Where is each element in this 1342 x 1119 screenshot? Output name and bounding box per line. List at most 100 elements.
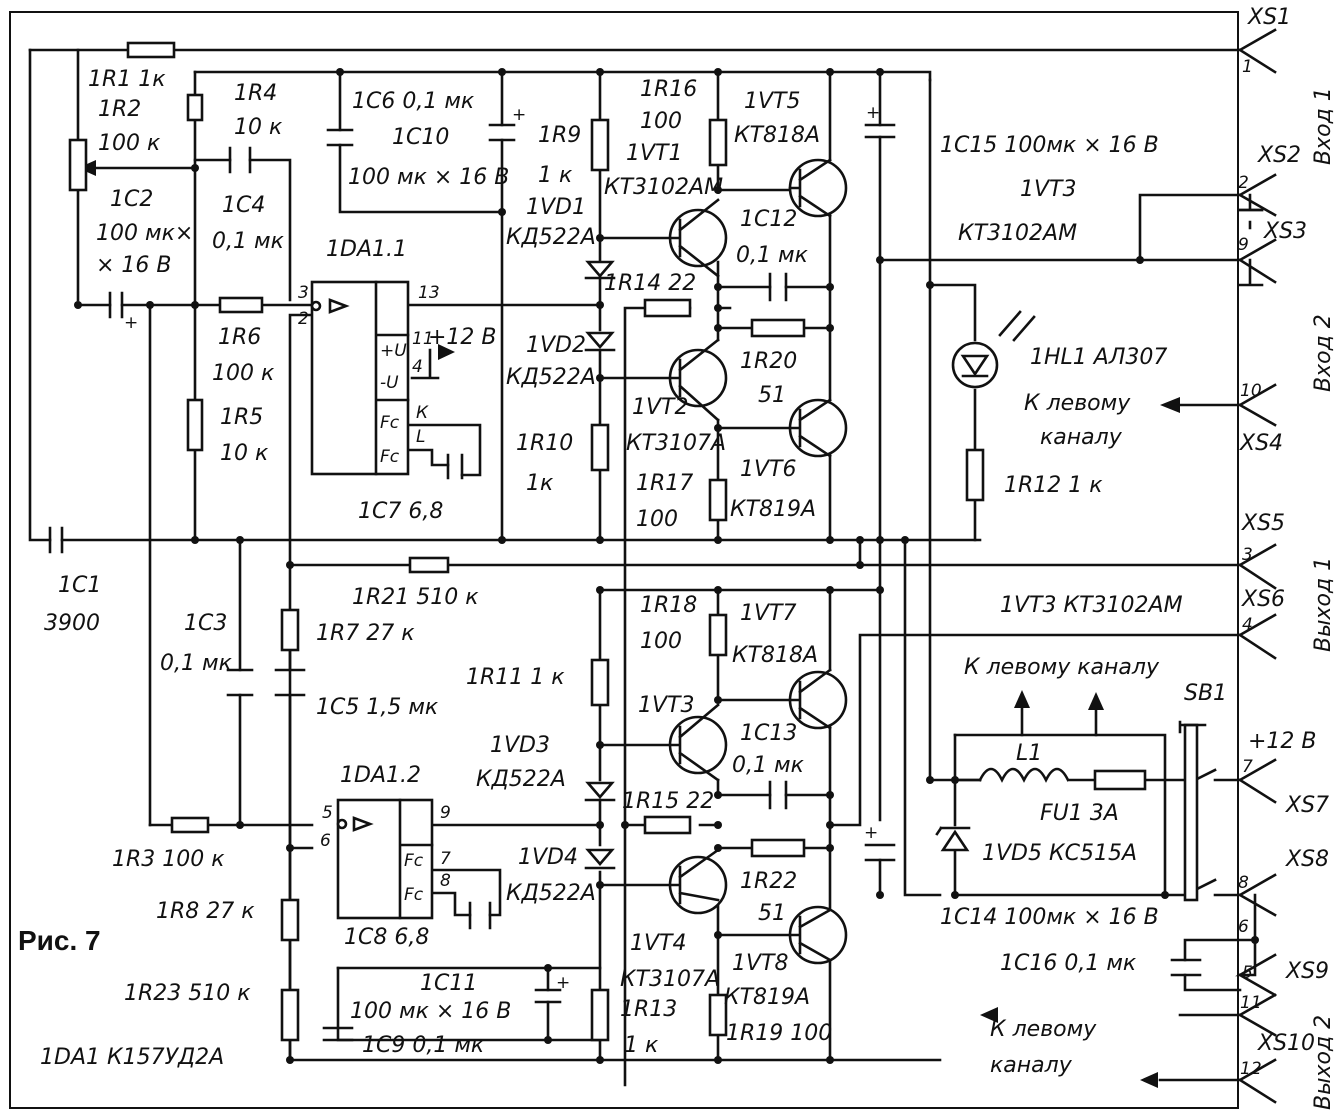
r7-label: 1R7 27 к	[316, 621, 415, 646]
pin-10: 10	[1240, 381, 1262, 401]
output-1-label: Выход 1	[1311, 557, 1336, 652]
c13-label: 1C13	[740, 721, 797, 746]
r8-label: 1R8 27 к	[156, 899, 255, 924]
r17-label: 1R17	[636, 471, 693, 496]
xs8-label: XS8	[1285, 847, 1329, 872]
plus12-label: +12 В	[1248, 729, 1317, 754]
pin-5: 5	[1242, 963, 1253, 983]
r2-value: 100 к	[98, 131, 161, 156]
pin-label: 7	[440, 849, 451, 869]
vt7-label: 1VT7	[740, 601, 796, 626]
r16-label: 1R16	[640, 77, 697, 102]
c6-label: 1C6 0,1 мк	[352, 89, 475, 114]
c3-label: 1C3	[184, 611, 227, 636]
vd3-label: 1VD3	[490, 733, 550, 758]
svg-text:+: +	[124, 313, 138, 333]
svg-text:+: +	[864, 823, 878, 843]
c1-label: 1C1	[58, 573, 101, 598]
opamps	[310, 280, 434, 920]
r22-value: 51	[758, 901, 786, 926]
r20-value: 51	[758, 383, 786, 408]
pin-label: 3	[298, 283, 309, 303]
pin-label: 13	[418, 283, 440, 303]
opamp-pin-labels: 3 2 13 11 4 К L +U -U Fc Fc +12 В 5 6 9 …	[298, 283, 497, 905]
c11-value: 100 мк × 16 В	[350, 999, 511, 1024]
c2-value: 100 мк×	[96, 221, 193, 246]
c12-label: 1C12	[740, 207, 797, 232]
r22-label: 1R22	[740, 869, 797, 894]
c3-value: 0,1 мк	[160, 651, 233, 676]
c5-label: 1C5 1,5 мк	[316, 695, 439, 720]
vt3b-label: 1VT3	[638, 693, 694, 718]
xs2-label: XS2	[1257, 143, 1301, 168]
r13-value: 1 к	[624, 1033, 659, 1058]
vt6-label: 1VT6	[740, 457, 796, 482]
vt2-value: КТ3107А	[626, 431, 726, 456]
l1-label: L1	[1016, 741, 1042, 766]
r15-label: 1R15 22	[622, 789, 714, 814]
vt1-label: 1VT1	[626, 141, 682, 166]
vt8-label: 1VT8	[732, 951, 788, 976]
pin-2: 2	[1238, 173, 1249, 193]
r19-label: 1R19 100	[726, 1021, 832, 1046]
c12-value: 0,1 мк	[736, 243, 809, 268]
transistors	[668, 158, 848, 965]
xs4-label: XS4	[1239, 431, 1283, 456]
figure-caption: Рис. 7	[18, 925, 101, 956]
pin-4: 4	[1242, 615, 1253, 635]
pin-8: 8	[1238, 873, 1249, 893]
opamp-label: +U	[380, 341, 407, 361]
pin-label: 5	[322, 803, 333, 823]
led-hl1	[951, 310, 1036, 389]
pin-label: L	[416, 427, 425, 447]
vd4-value: КД522А	[506, 881, 596, 906]
c10-value: 100 мк × 16 В	[348, 165, 509, 190]
pin-6: 6	[1238, 917, 1249, 937]
pin-label: 8	[440, 871, 451, 891]
pin-12: 12	[1240, 1059, 1262, 1079]
left-channel-2: К левому каналу	[964, 655, 1160, 680]
da11-label: 1DA1.1	[326, 237, 407, 262]
connector-labels: XS1 1 XS2 2 XS3 9 10 XS4 XS5 3 XS6 4 7 X…	[1238, 5, 1336, 1110]
xs10-label: XS10	[1257, 1031, 1315, 1056]
opamp-label: Fc	[380, 447, 400, 467]
svg-text:+: +	[556, 973, 570, 993]
pin-label: 11	[412, 329, 434, 349]
arrows	[78, 160, 1180, 1088]
r2-label: 1R2	[98, 97, 141, 122]
c9-label: 1C9 0,1 мк	[362, 1033, 485, 1058]
supply-label: +12 В	[428, 325, 497, 350]
r5-value: 10 к	[220, 441, 269, 466]
r18-label: 1R18	[640, 593, 697, 618]
fu1-label: FU1 3А	[1040, 801, 1119, 826]
r5-label: 1R5	[220, 405, 263, 430]
left-channel-1b: каналу	[1040, 425, 1123, 450]
input-1-label: Вход 1	[1311, 87, 1336, 165]
r3-label: 1R3 100 к	[112, 847, 225, 872]
power-parts	[978, 720, 1207, 902]
hl1-label: 1HL1 АЛ307	[1030, 345, 1167, 370]
c11-label: 1C11	[420, 971, 477, 996]
r23-label: 1R23 510 к	[124, 981, 251, 1006]
vd4-label: 1VD4	[518, 845, 578, 870]
vd1-value: КД522А	[506, 225, 596, 250]
vt4-label: 1VT4	[630, 931, 686, 956]
opamp-label: Fc	[404, 851, 424, 871]
c7-label: 1C7 6,8	[358, 499, 443, 524]
vt1-value: КТ3102АМ	[604, 175, 723, 200]
r6-label: 1R6	[218, 325, 261, 350]
diodes	[584, 260, 971, 870]
r6-value: 100 к	[212, 361, 275, 386]
c16-label: 1C16 0,1 мк	[1000, 951, 1137, 976]
polarity-marks: + + + + +	[124, 103, 880, 993]
opamp-note: 1DA1 К157УД2А	[40, 1045, 224, 1070]
output-2-label: Выход 2	[1311, 1015, 1336, 1110]
mid-note: 1VT3 КТ3102АМ	[1000, 593, 1183, 618]
xs5-label: XS5	[1241, 511, 1285, 536]
c8-label: 1C8 6,8	[344, 925, 429, 950]
c14-label: 1C14 100мк × 16 В	[940, 905, 1159, 930]
r9-value: 1 к	[538, 163, 573, 188]
r13-label: 1R13	[620, 997, 677, 1022]
vt5-value: КТ818А	[734, 123, 820, 148]
